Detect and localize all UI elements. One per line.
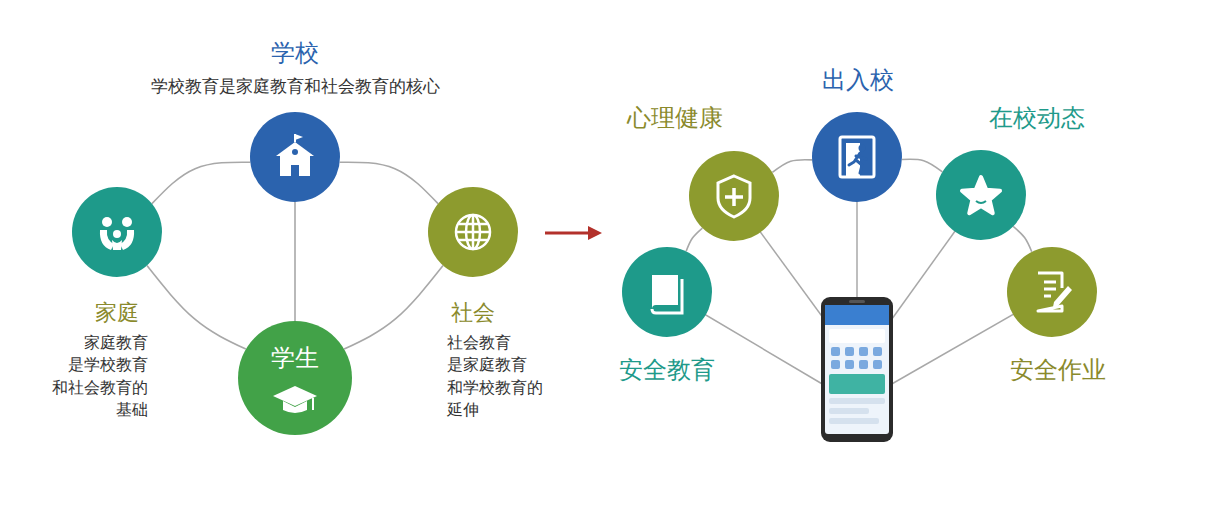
circle-fill [238, 321, 352, 435]
circle-fill [812, 112, 902, 202]
connector-line [344, 266, 443, 350]
node-heading: 心理健康 [627, 102, 723, 136]
circle-shape [1007, 247, 1097, 337]
node-description: 家庭教育 是学校教育 和社会教育的 基础 [36, 332, 148, 422]
connector-line [147, 266, 246, 350]
connector-line [294, 202, 296, 321]
connector-line [152, 162, 250, 204]
circle-node: 出入校 [812, 112, 902, 202]
circle-shape [238, 321, 352, 435]
circle-shape [72, 187, 162, 277]
node-heading: 安全作业 [1010, 354, 1106, 388]
school-icon [276, 134, 314, 176]
circle-shape [250, 112, 340, 202]
circle-fill [689, 151, 779, 241]
circle-node: 家庭家庭教育 是学校教育 和社会教育的 基础 [72, 187, 162, 277]
star-icon [962, 177, 1000, 213]
node-heading: 在校动态 [989, 102, 1085, 136]
circle-shape [812, 112, 902, 202]
circle-node: 学校学校教育是家庭教育和社会教育的核心 [250, 112, 340, 202]
family-icon [100, 217, 134, 250]
circle-node: 心理健康 [689, 151, 779, 241]
node-heading: 出入校 [822, 64, 894, 98]
node-description: 学校教育是家庭教育和社会教育的核心 [151, 75, 440, 99]
cap-icon [273, 386, 317, 413]
transition-arrow [545, 226, 602, 240]
circle-node: 安全教育 [622, 247, 712, 337]
globe-icon [456, 215, 490, 249]
doc-icon [1038, 273, 1072, 311]
circle-shape [428, 187, 518, 277]
circle-fill [1007, 247, 1097, 337]
exit-icon [840, 137, 874, 177]
circle-fill [936, 150, 1026, 240]
circle-fill [250, 112, 340, 202]
circle-node: 安全作业 [1007, 247, 1097, 337]
node-description: 社会教育 是家庭教育 和学校教育的 延伸 [447, 332, 559, 422]
circle-node: 社会社会教育 是家庭教育 和学校教育的 延伸 [428, 187, 518, 277]
circle-fill [622, 247, 712, 337]
circle-fill [72, 187, 162, 277]
book-icon [652, 275, 682, 313]
connector-line [340, 162, 438, 204]
connector-line [686, 228, 702, 251]
phone-illustration [821, 297, 893, 442]
node-heading: 社会 [451, 298, 495, 329]
node-heading: 学校 [271, 37, 319, 71]
connector-line [772, 160, 812, 173]
connector-line [902, 159, 942, 172]
node-heading: 安全教育 [619, 354, 715, 388]
circle-node: 在校动态 [936, 150, 1026, 240]
circle-node: 学生 [238, 321, 352, 435]
circle-shape [689, 151, 779, 241]
connector-line [1013, 226, 1032, 251]
circle-shape [622, 247, 712, 337]
node-heading: 家庭 [95, 298, 139, 329]
node-heading: 学生 [271, 342, 319, 376]
circle-fill [428, 187, 518, 277]
circle-shape [936, 150, 1026, 240]
shield-icon [718, 176, 750, 217]
